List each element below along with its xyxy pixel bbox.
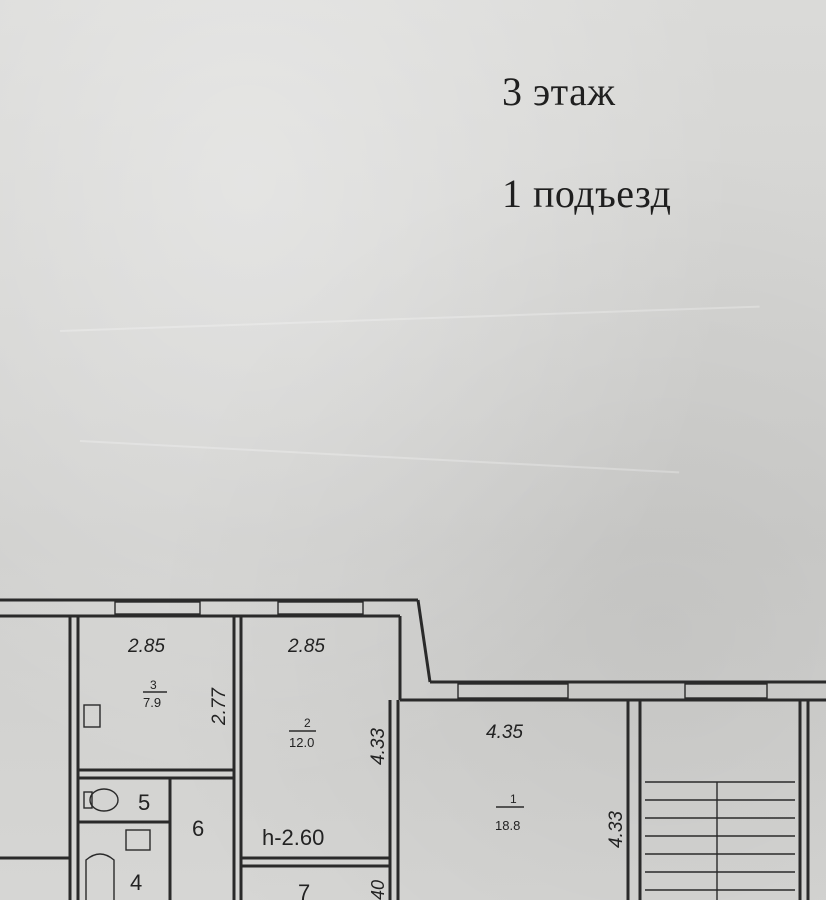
room-7-number: 7 [298, 880, 310, 900]
room-1-width: 4.35 [486, 722, 523, 743]
room-1-number: 1 [510, 792, 517, 806]
room-3-depth: 2.77 [209, 687, 230, 726]
room-1-area: 18.8 [495, 818, 520, 833]
room-2-width: 2.85 [287, 636, 325, 657]
room-1-depth: 4.33 [606, 811, 627, 848]
room-3-width: 2.85 [127, 636, 165, 657]
room-2-area: 12.0 [289, 735, 314, 750]
room-3-area: 7.9 [143, 695, 161, 710]
ceiling-height: h-2.60 [262, 825, 324, 850]
room-7-partial-dimension: 40 [368, 880, 388, 900]
interior-walls [0, 616, 810, 900]
room-4-number: 4 [130, 870, 142, 895]
floor-label: 3 этаж [502, 69, 616, 114]
room-3-number: 3 [150, 678, 157, 692]
room-2-number: 2 [304, 716, 311, 730]
outer-walls [0, 598, 826, 702]
fixtures [83, 704, 151, 900]
room-2-depth: 4.33 [368, 728, 389, 765]
room-5-number: 5 [138, 790, 150, 815]
entrance-label: 1 подъезд [502, 171, 672, 216]
room-6-number: 6 [192, 816, 204, 841]
